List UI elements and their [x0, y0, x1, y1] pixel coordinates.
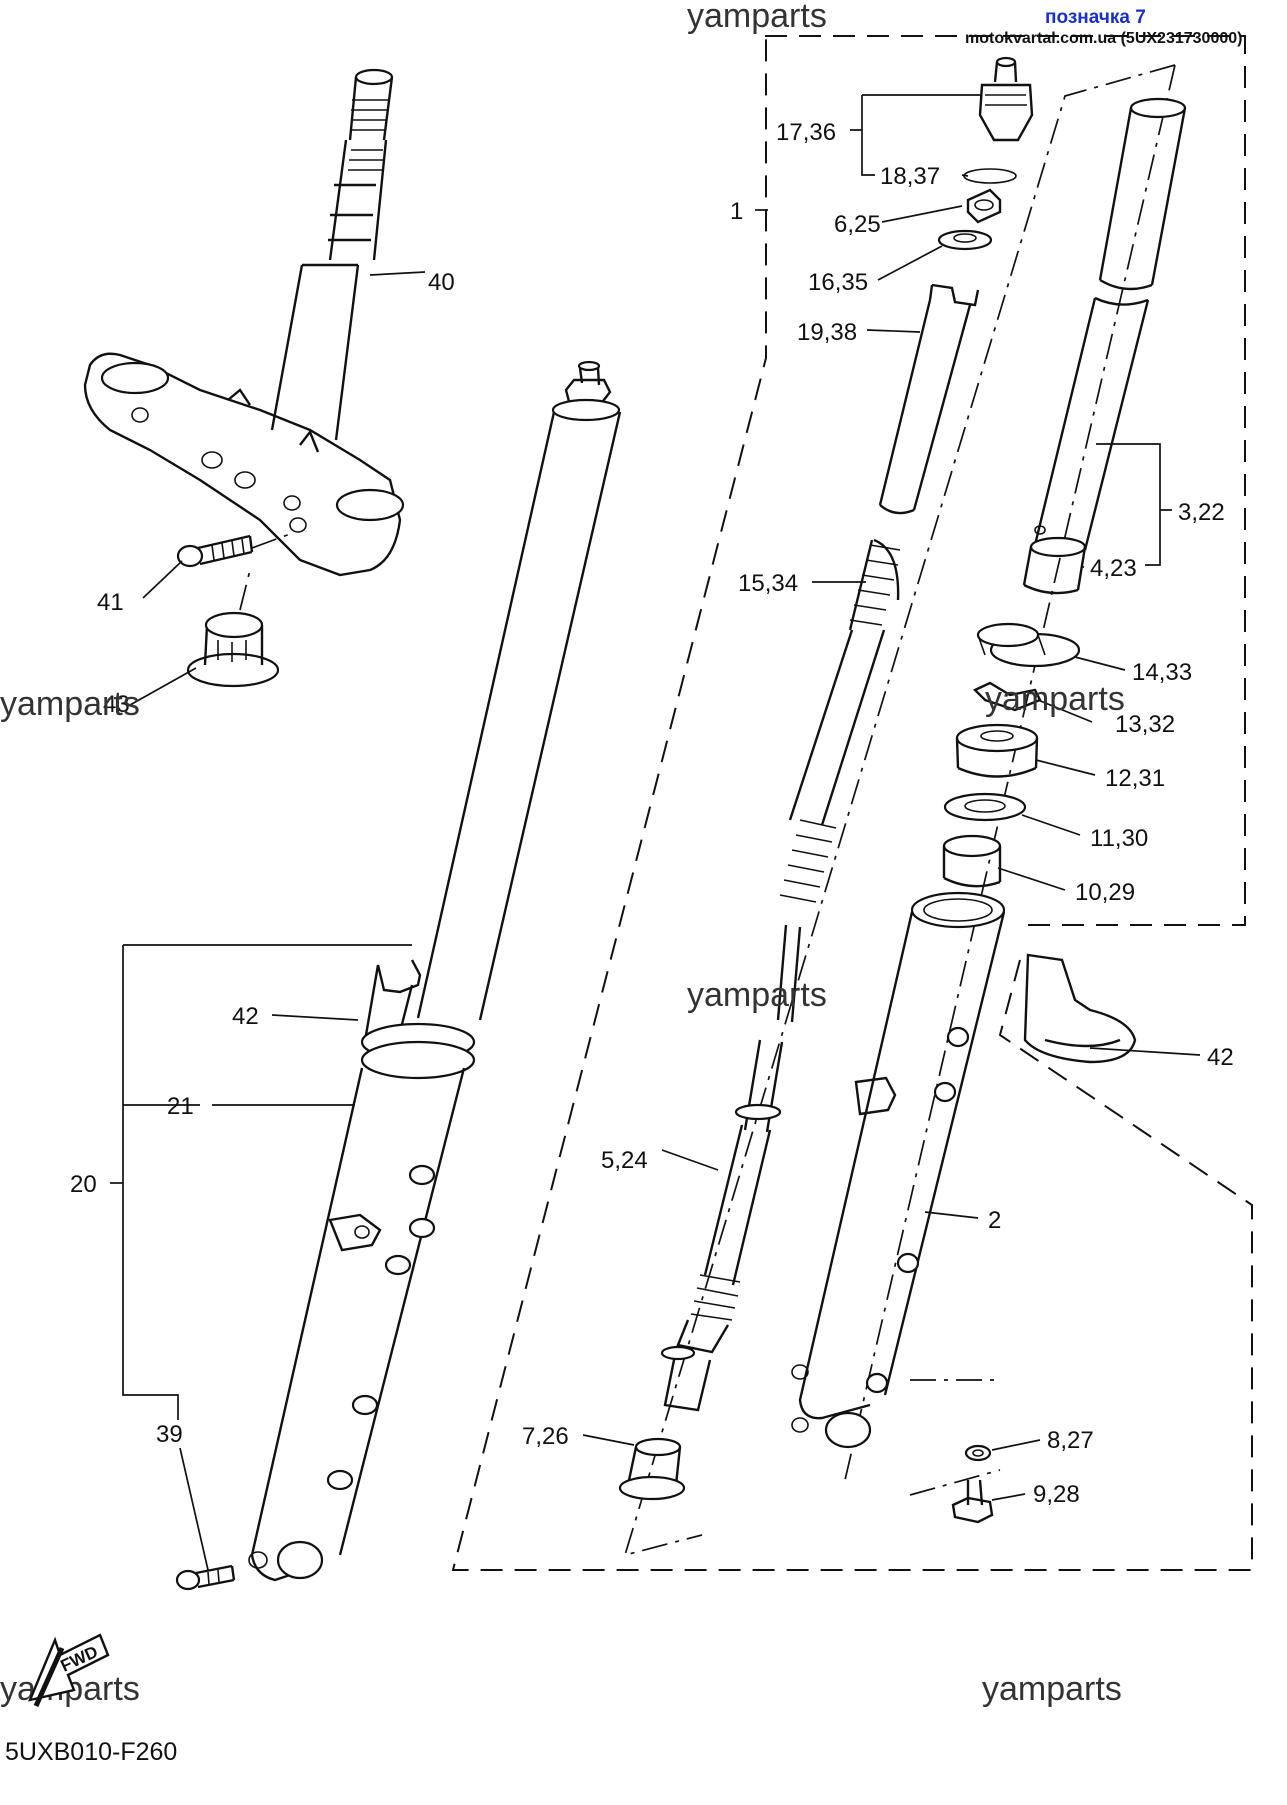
- leader-43: [129, 667, 197, 706]
- washer-16: [937, 229, 993, 251]
- callout-8-27[interactable]: 8,27: [1047, 1427, 1094, 1454]
- callout-10-29[interactable]: 10,29: [1075, 879, 1135, 906]
- bracket-3-4: [1096, 443, 1172, 566]
- callout-13-32[interactable]: 13,32: [1115, 711, 1175, 738]
- collar-43-axis: [239, 569, 251, 611]
- leader-17-18: [850, 94, 982, 176]
- bracket-20: [122, 944, 412, 1420]
- leader-39: [179, 1447, 209, 1571]
- leader-14: [1074, 656, 1126, 671]
- callout-21[interactable]: 21: [167, 1093, 194, 1120]
- callout-16-35[interactable]: 16,35: [808, 269, 868, 296]
- leader-40: [369, 271, 426, 276]
- leader-19: [866, 329, 921, 333]
- damper-rod-5: [660, 924, 802, 1412]
- leader-6: [881, 205, 963, 223]
- bolt-41: [176, 534, 254, 568]
- bolt-39: [175, 1564, 236, 1591]
- leader-9: [991, 1493, 1026, 1501]
- callout-42b[interactable]: 42: [1207, 1044, 1234, 1071]
- collar-43: [186, 611, 280, 688]
- callout-19-38[interactable]: 19,38: [797, 319, 857, 346]
- clip-13: [972, 681, 1042, 712]
- callout-4-23[interactable]: 4,23: [1090, 555, 1137, 582]
- callout-39[interactable]: 39: [156, 1421, 183, 1448]
- bolt-41-axis: [251, 533, 291, 549]
- callout-20[interactable]: 20: [70, 1171, 97, 1198]
- callout-14-33[interactable]: 14,33: [1132, 659, 1192, 686]
- fork-spring-15: [779, 538, 901, 903]
- ref-title[interactable]: позначка 7: [1045, 7, 1146, 28]
- leader-41: [142, 560, 183, 599]
- leader-7: [582, 1434, 635, 1446]
- outer-tube-2: [791, 891, 1006, 1449]
- washer-11: [943, 792, 1027, 822]
- leader-8: [991, 1439, 1041, 1451]
- watermark-top: yamparts: [687, 0, 827, 35]
- leader-5: [661, 1149, 719, 1171]
- fork-assembly-20: [248, 360, 622, 1582]
- watermark-right: yamparts: [985, 680, 1125, 718]
- leader-12: [1035, 759, 1096, 776]
- steering-stem-40: [270, 68, 394, 441]
- leader-11: [1021, 814, 1081, 836]
- bushing-10: [942, 834, 1002, 888]
- leader-10: [997, 867, 1066, 891]
- cap-bolt-17: [978, 56, 1034, 142]
- callout-40[interactable]: 40: [428, 269, 455, 296]
- sleeve-outline: [623, 64, 1176, 1557]
- callout-42a[interactable]: 42: [232, 1003, 259, 1030]
- callout-43[interactable]: 43: [103, 691, 130, 718]
- fork-guard-42: [1023, 953, 1137, 1064]
- callout-6-25[interactable]: 6,25: [834, 211, 881, 238]
- callout-41[interactable]: 41: [97, 589, 124, 616]
- washer-8: [964, 1444, 992, 1462]
- dust-seal-14: [976, 622, 1081, 668]
- leader-18: [961, 174, 969, 177]
- oil-seal-12: [955, 723, 1039, 778]
- callout-9-28[interactable]: 9,28: [1033, 1481, 1080, 1508]
- callout-18-37[interactable]: 18,37: [880, 163, 940, 190]
- callout-2[interactable]: 2: [988, 1207, 1001, 1234]
- callout-11-30[interactable]: 11,30: [1090, 825, 1148, 852]
- spacer-tube-19: [878, 283, 980, 515]
- inner-tube-3: [1022, 97, 1187, 595]
- leader-16: [877, 245, 943, 281]
- callout-17-36[interactable]: 17,36: [776, 119, 836, 146]
- callout-5-24[interactable]: 5,24: [601, 1147, 648, 1174]
- triple-clamp: [83, 352, 405, 577]
- leader-42b: [1089, 1047, 1201, 1056]
- callout-3-22[interactable]: 3,22: [1178, 499, 1225, 526]
- o-ring-18: [963, 168, 1017, 184]
- callout-1[interactable]: 1: [730, 198, 743, 225]
- watermark-left: yamparts: [0, 685, 140, 723]
- assembly-1-boundary: [451, 35, 1253, 1571]
- callout-7-26[interactable]: 7,26: [522, 1423, 569, 1450]
- oil-lock-7: [618, 1437, 686, 1501]
- callout-15-34[interactable]: 15,34: [738, 570, 798, 597]
- bolt-9: [951, 1479, 994, 1524]
- source-line: motokvartal.com.ua (5UX231730000): [965, 30, 1242, 47]
- leader-42a: [271, 1014, 359, 1021]
- watermark-bottom-right: yamparts: [982, 1670, 1122, 1708]
- leader-2: [924, 1211, 979, 1219]
- diagram-code: 5UXB010-F260: [5, 1738, 177, 1766]
- leader-13: [1037, 699, 1093, 723]
- axle-axis: [909, 1379, 1001, 1496]
- watermark-center: yamparts: [687, 976, 827, 1014]
- nut-6: [966, 188, 1002, 224]
- callout-12-31[interactable]: 12,31: [1105, 765, 1165, 792]
